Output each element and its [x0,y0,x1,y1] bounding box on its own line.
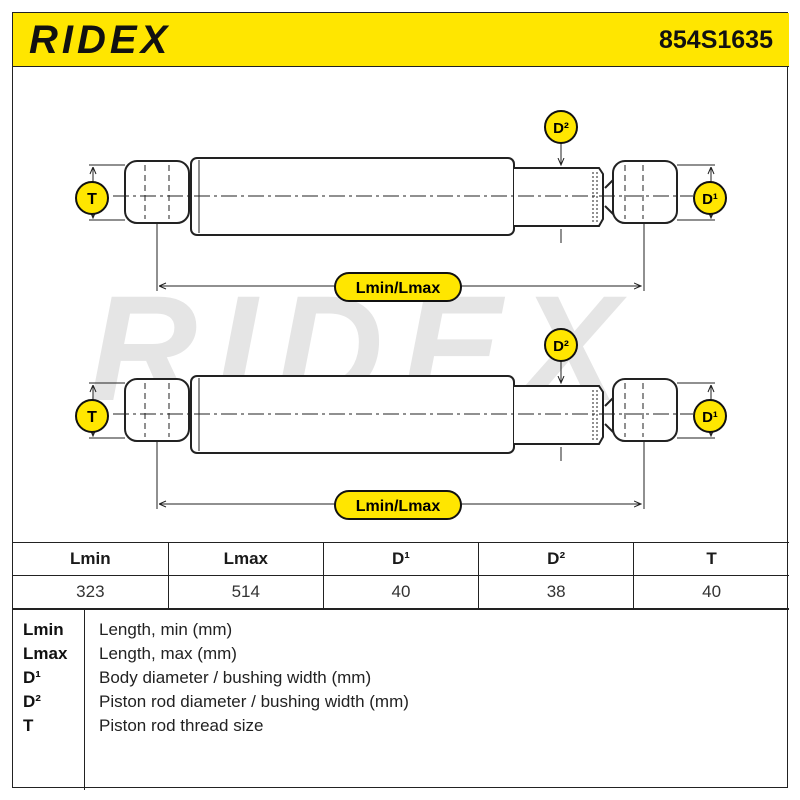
svg-text:Lmin/Lmax: Lmin/Lmax [356,498,441,515]
specs-header-d1: D¹ [322,542,480,576]
badge-t-1: T [75,181,109,215]
legend-abbr: T [23,716,34,735]
part-number: 854S1635 [658,26,773,54]
svg-text:T: T [87,191,97,208]
specs-header-lmin: Lmin [13,542,169,576]
legend-item-t: T Piston rod thread size [13,714,789,738]
legend-abbr: Lmax [23,644,68,663]
badge-d1-2: D¹ [693,399,727,433]
specs-value-d2: 38 [478,575,635,609]
svg-text:D¹: D¹ [702,191,718,208]
specs-header-t: T [633,542,789,576]
badge-t-2: T [75,399,109,433]
technical-drawing: RIDEX [13,68,789,541]
legend-abbr: D² [23,692,41,711]
legend-desc: Body diameter / bushing width (mm) [99,668,372,687]
legend-item-d2: D² Piston rod diameter / bushing width (… [13,690,789,714]
piston-rod [514,385,604,445]
shock-absorber-2 [89,354,715,509]
badge-d2-1: D² [544,110,578,144]
legend-item-lmin: Lmin Length, min (mm) [13,618,789,642]
specs-table: Lmin Lmax D¹ D² T 323 514 40 38 40 [13,542,789,609]
svg-text:Lmin/Lmax: Lmin/Lmax [356,280,441,297]
badge-length-2: Lmin/Lmax [334,490,462,520]
svg-text:T: T [87,409,97,426]
right-bushing [612,378,678,442]
badge-d1-1: D¹ [693,181,727,215]
header-bar: RIDEX 854S1635 [13,13,789,67]
right-bushing [612,160,678,224]
badge-d2-2: D² [544,328,578,362]
shock-absorber-drawing: T D¹ D² Lmin/Lmax [75,110,727,520]
legend-abbr: D¹ [23,668,41,687]
shock-absorber-1 [89,136,715,291]
left-bushing [124,160,190,224]
legend-item-lmax: Lmax Length, max (mm) [13,642,789,666]
specs-value-t: 40 [633,575,789,609]
specs-value-lmin: 323 [13,575,169,609]
specs-header-row: Lmin Lmax D¹ D² T [13,542,789,576]
legend-desc: Length, max (mm) [99,644,237,663]
legend-desc: Piston rod thread size [99,716,264,735]
specs-header-lmax: Lmax [167,542,324,576]
svg-text:D²: D² [553,338,569,355]
legend-abbr: Lmin [23,620,64,639]
datasheet: RIDEX 854S1635 RIDEX [12,12,789,790]
left-bushing [124,378,190,442]
brand-logo: RIDEX [29,18,172,62]
svg-text:D¹: D¹ [702,409,718,426]
specs-value-row: 323 514 40 38 40 [13,575,789,609]
specs-header-d2: D² [478,542,635,576]
piston-rod [514,167,604,227]
svg-text:D²: D² [553,120,569,137]
legend: Lmin Length, min (mm) Lmax Length, max (… [13,609,789,790]
badge-length-1: Lmin/Lmax [334,272,462,302]
legend-desc: Piston rod diameter / bushing width (mm) [99,692,409,711]
legend-item-d1: D¹ Body diameter / bushing width (mm) [13,666,789,690]
specs-value-lmax: 514 [167,575,324,609]
legend-divider [84,610,85,790]
legend-desc: Length, min (mm) [99,620,233,639]
specs-value-d1: 40 [322,575,480,609]
